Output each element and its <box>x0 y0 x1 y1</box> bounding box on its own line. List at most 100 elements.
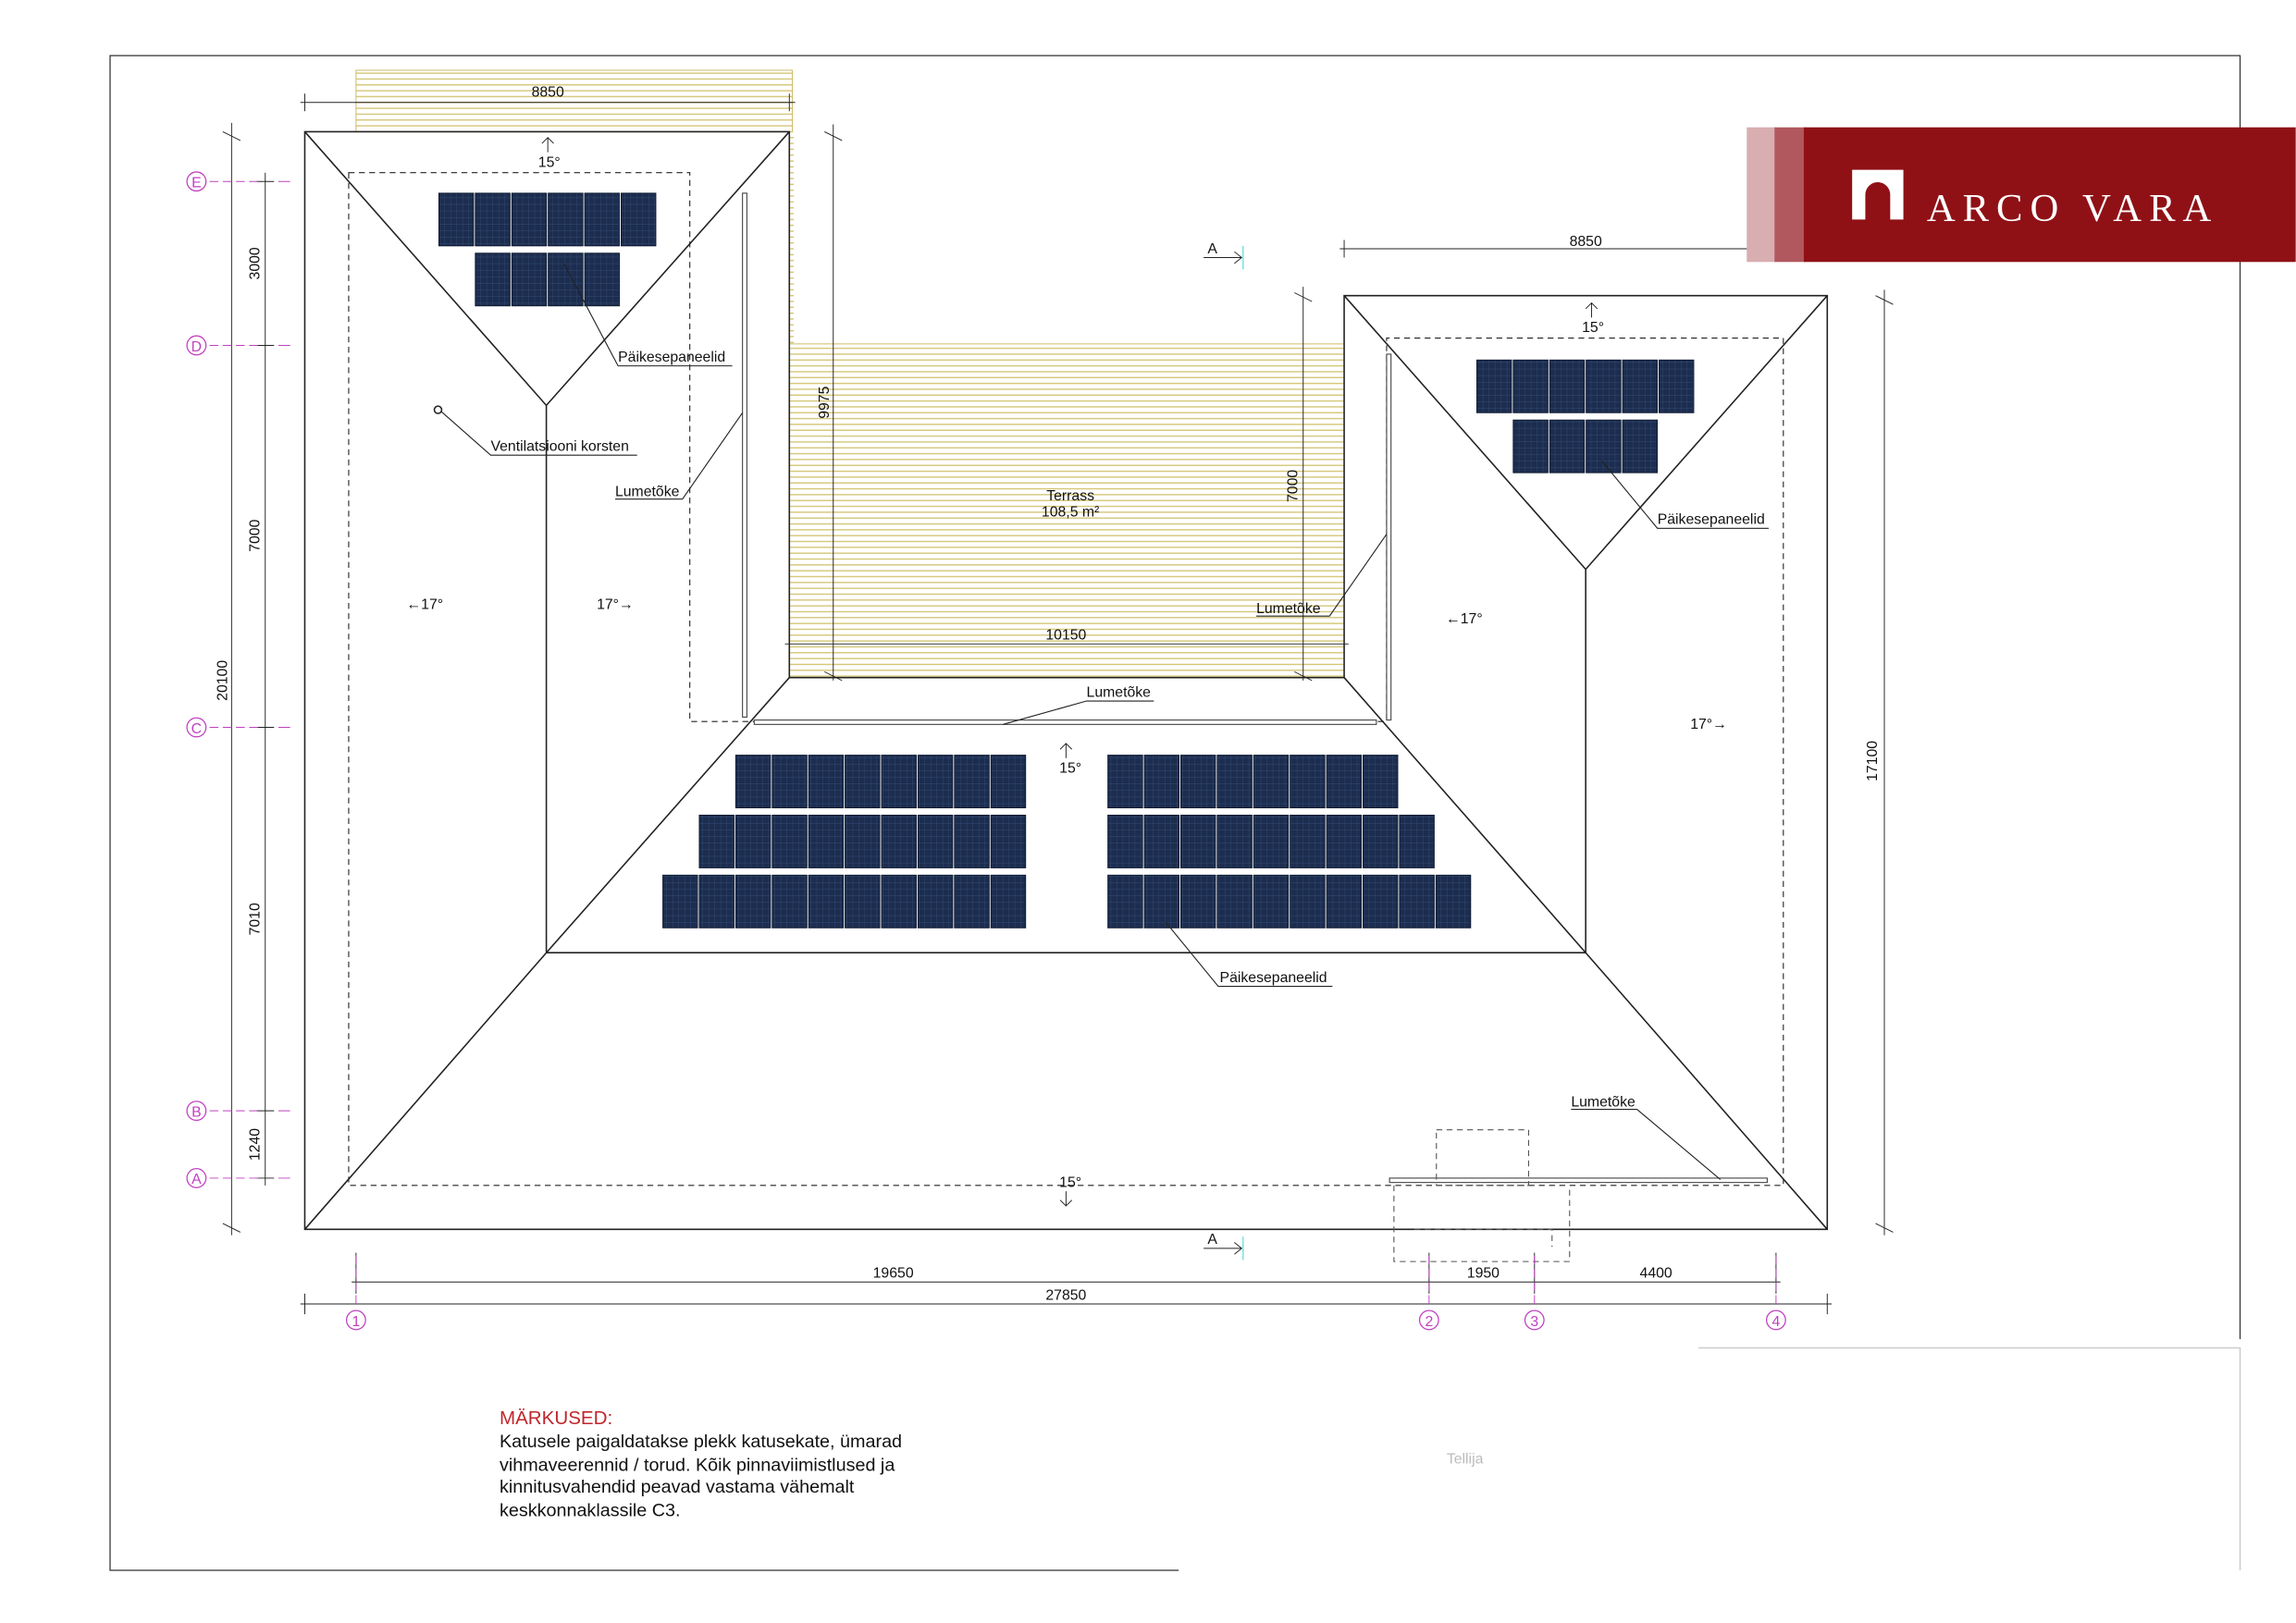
solar-panel <box>1107 814 1143 868</box>
dim-terrace-right: 7000 <box>1285 470 1301 502</box>
label-solar-right: Päikesepaneelid <box>1658 512 1765 528</box>
solar-panel <box>808 814 845 868</box>
grid-row-e: E <box>191 176 202 191</box>
client-label: Tellija <box>1447 1452 1484 1468</box>
label-snow-guard-bottom: Lumetõke <box>1571 1094 1636 1110</box>
dim-col-2-3: 1950 <box>1467 1266 1500 1282</box>
solar-panel <box>881 755 917 809</box>
solar-panel <box>548 192 584 247</box>
arco-vara-logo: ARCO VARA <box>1747 127 2296 263</box>
dimension-lines <box>209 93 1894 1315</box>
solar-panel <box>698 814 734 868</box>
snow-guards <box>742 192 1768 1184</box>
label-solar-left: Päikesepaneelid <box>618 350 725 365</box>
roof-outline <box>303 130 1829 1231</box>
solar-panel <box>1512 419 1549 473</box>
arch-icon <box>1852 169 1904 220</box>
terrace-label: Terrass <box>1046 488 1094 504</box>
solar-panel <box>808 874 845 928</box>
drawing-frame <box>109 55 2241 1571</box>
solar-panels <box>438 192 1695 928</box>
solar-panel <box>845 814 881 868</box>
solar-panel <box>917 814 954 868</box>
solar-panel <box>990 874 1027 928</box>
dim-col-1-2: 19650 <box>873 1266 914 1282</box>
solar-panel <box>1586 419 1622 473</box>
slope-left-top: 15° <box>538 154 561 170</box>
notes-heading: MÄRKUSED: <box>500 1408 612 1429</box>
solar-panel <box>1362 814 1399 868</box>
solar-panel <box>1143 874 1180 928</box>
solar-panel <box>1622 419 1659 473</box>
solar-panel <box>1549 359 1586 413</box>
solar-panel <box>808 755 845 809</box>
dim-c-b: 7010 <box>247 903 263 935</box>
label-solar-main: Päikesepaneelid <box>1220 970 1327 986</box>
solar-panel <box>990 814 1027 868</box>
dim-col-3-4: 4400 <box>1640 1266 1673 1282</box>
grid-row-c: C <box>191 721 202 737</box>
solar-panel <box>772 874 808 928</box>
grid-col-4: 4 <box>1771 1314 1780 1330</box>
solar-panel <box>1290 814 1326 868</box>
solar-panel <box>1253 755 1290 809</box>
solar-panel <box>1290 874 1326 928</box>
solar-panel <box>1179 874 1216 928</box>
notes-line-2: vihmaveerennid / torud. Kõik pinnaviimis… <box>500 1455 895 1475</box>
dim-d-c: 7000 <box>247 519 263 551</box>
notes-line-3: kinnitusvahendid peavad vastama vähemalt <box>500 1477 855 1497</box>
dim-right-wing-width: 8850 <box>1570 234 1602 250</box>
solar-panel <box>917 755 954 809</box>
dim-right-height: 17100 <box>1865 741 1881 781</box>
chimney-outline <box>1393 1129 1571 1262</box>
solar-panel <box>1326 755 1363 809</box>
solar-panel <box>1216 755 1253 809</box>
dim-terrace-depth: 9975 <box>817 386 833 418</box>
solar-panel <box>990 755 1027 809</box>
solar-panel <box>917 874 954 928</box>
grid-row-d: D <box>191 339 202 355</box>
solar-panel <box>1475 359 1512 413</box>
label-ventilation: Ventilatsiooni korsten <box>490 438 628 454</box>
solar-panel <box>548 252 584 307</box>
solar-panel <box>845 874 881 928</box>
logo-text: ARCO VARA <box>1927 187 2218 230</box>
solar-panel <box>1435 874 1472 928</box>
solar-panel <box>662 874 698 928</box>
grid-row-b: B <box>191 1104 202 1120</box>
solar-panel <box>1216 814 1253 868</box>
solar-panel <box>1107 874 1143 928</box>
grid-row-a: A <box>191 1172 202 1187</box>
notes-line-1: Katusele paigaldatakse plekk katusekate,… <box>500 1432 902 1452</box>
solar-panel <box>1622 359 1659 413</box>
solar-panel <box>511 252 548 307</box>
label-snow-guard-right: Lumetõke <box>1256 601 1321 617</box>
grid-col-1: 1 <box>352 1314 360 1330</box>
solar-panel <box>1399 874 1435 928</box>
dim-left-wing-width: 8850 <box>532 84 564 100</box>
dim-total-width: 27850 <box>1045 1287 1086 1303</box>
solar-panel <box>954 814 990 868</box>
solar-panel <box>734 874 772 928</box>
solar-panel <box>584 192 621 247</box>
solar-panel <box>584 252 621 307</box>
solar-panel <box>1362 755 1399 809</box>
solar-panel <box>1143 755 1180 809</box>
solar-panel <box>1216 874 1253 928</box>
label-snow-guard-center: Lumetõke <box>1087 684 1152 700</box>
solar-panel <box>1586 359 1622 413</box>
solar-panel <box>772 814 808 868</box>
dim-terrace-width: 10150 <box>1045 628 1086 644</box>
slope-left-east: 17°→ <box>597 596 634 612</box>
slope-right-east: 17°→ <box>1690 717 1727 732</box>
solar-panel <box>954 874 990 928</box>
solar-panel <box>475 252 511 307</box>
solar-panel <box>475 192 511 247</box>
solar-panel <box>438 192 475 247</box>
solar-panel <box>1179 814 1216 868</box>
solar-panel <box>881 874 917 928</box>
section-mark-top: A <box>1207 241 1217 257</box>
solar-panel <box>1399 814 1435 868</box>
slope-right-top: 15° <box>1582 320 1604 336</box>
